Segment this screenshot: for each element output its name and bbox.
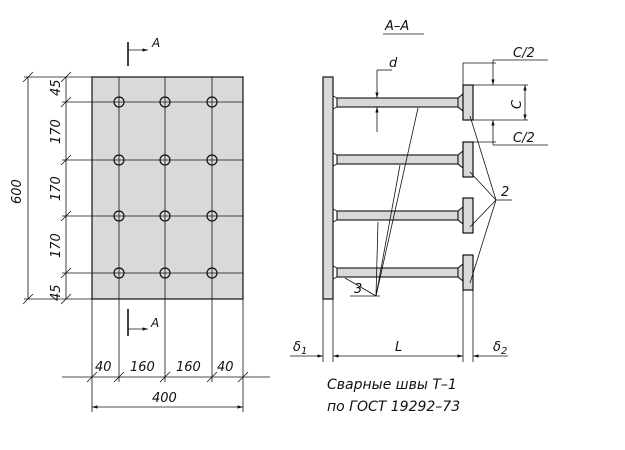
section-mark-bottom: A [127,309,159,336]
section-label-a-top: A [151,36,160,50]
horizontal-dimensions: 40 160 160 40 [62,299,270,412]
section-mark-top: A [127,36,160,66]
dim-horizontal-40-right: 40 [217,360,234,375]
stud-grid-lines [62,77,243,299]
dim-vertical-170-2: 170 [49,176,64,201]
rod [336,210,464,221]
overall-width-dimension: 400 [92,391,243,409]
label-c-half-bottom: C/2 [513,131,535,146]
dim-c: C/2 C C/2 [462,46,548,146]
rod [336,154,464,165]
washer [462,197,474,234]
stud-circle [159,96,171,108]
label-c: C [510,99,525,109]
callout-3: 3 [344,107,419,297]
dim-vertical-170-1: 170 [49,119,64,144]
dim-width-400: 400 [152,391,177,406]
stud-circle [159,210,171,222]
section-title: А–А [384,19,409,34]
dim-height-600: 600 [10,179,25,204]
washer [462,141,474,178]
dim-vertical-170-3: 170 [49,233,64,258]
dim-horizontal-160-1: 160 [130,360,155,375]
vertical-dimensions: 45 170 170 170 45 [49,71,92,305]
section-plate [322,76,334,300]
stud-circle [113,96,125,108]
label-delta2: δ2 [493,340,507,357]
stud-circle [206,210,218,222]
section-washers [462,84,474,291]
label-L: L [395,340,402,355]
label-delta1: δ1 [293,340,307,357]
stud-circle [159,267,171,279]
callout-3-label: 3 [354,282,362,297]
washer [462,84,474,121]
callout-2: 2 [469,115,512,284]
plan-view: A A 45 170 170 170 45 [10,36,270,412]
dim-d: d [375,56,398,132]
section-view: А–А [290,19,548,415]
label-delta1-subscript: 1 [301,346,307,357]
stud-circle [159,154,171,166]
note-line-1: Сварные швы Т–1 [327,377,457,393]
label-c-half-top: C/2 [513,46,535,61]
washer [462,254,474,291]
rod [336,97,464,108]
callout-2-label: 2 [501,185,509,200]
rod [336,267,464,278]
section-rods [332,92,464,283]
label-d: d [389,56,398,71]
label-delta2-subscript: 2 [501,346,507,357]
dim-horizontal-40-left: 40 [95,360,112,375]
studs [113,96,218,279]
embedded-plate [91,76,244,300]
dim-vertical-45-top: 45 [49,79,64,96]
stud-circle [113,154,125,166]
note-line-2: по ГОСТ 19292–73 [327,399,460,415]
stud-circle [113,267,125,279]
section-label-a-bottom: A [150,316,159,330]
stud-circle [113,210,125,222]
dim-horizontal-160-2: 160 [176,360,201,375]
stud-circle [206,96,218,108]
stud-circle [206,154,218,166]
dim-vertical-45-bottom: 45 [49,284,64,301]
dim-thickness-length: δ1 L δ2 [290,290,508,362]
overall-height-dimension: 600 [10,71,62,305]
stud-circle [206,267,218,279]
